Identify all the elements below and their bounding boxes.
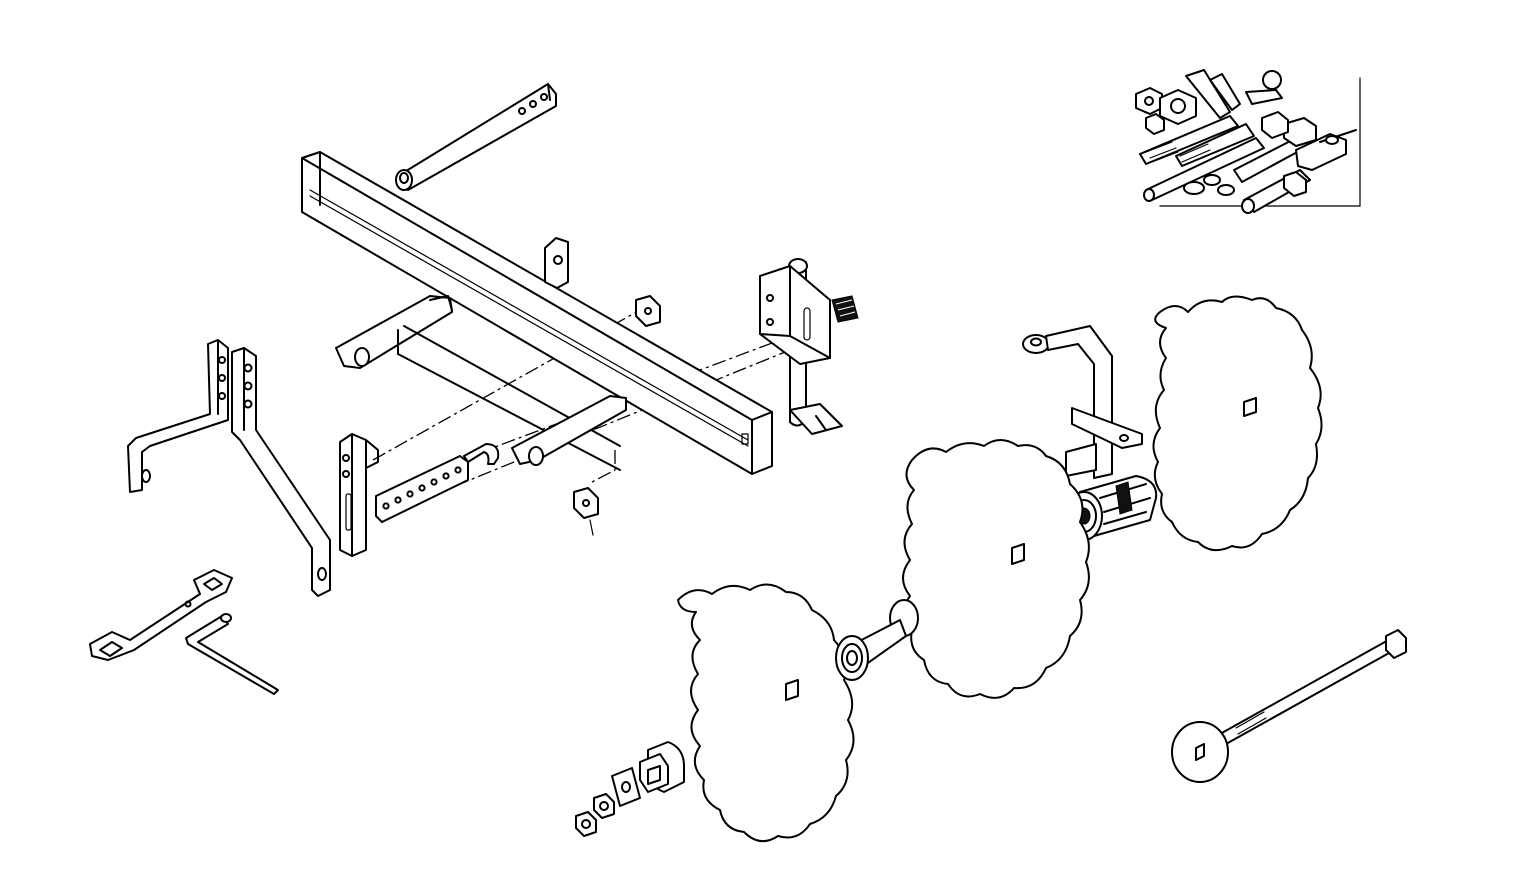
disc-blade-icon	[902, 439, 1090, 699]
hitch-bracket-left-icon	[127, 339, 229, 493]
clevis-bracket-icon	[339, 433, 379, 557]
disc-blade-icon	[1152, 295, 1323, 552]
hitch-frame-icon	[335, 237, 627, 471]
square-plate-icon	[573, 295, 661, 519]
top-link-bar-icon	[395, 83, 557, 191]
hardware-kit-icon	[1135, 69, 1361, 214]
adjustment-plate-icon	[375, 443, 500, 523]
hex-key-icon	[185, 613, 279, 695]
disc-blade-icon	[677, 583, 855, 843]
rubber-pad-icon	[831, 295, 859, 323]
gang-bolt-icon	[1171, 629, 1407, 783]
disc-spool-spacer-icon	[835, 599, 919, 681]
nut-washer-set-icon	[575, 741, 685, 837]
hitch-bracket-right-icon	[231, 347, 331, 597]
main-frame-bar-icon	[301, 151, 773, 475]
standard-post-icon	[759, 258, 843, 435]
wrench-icon	[89, 569, 233, 661]
